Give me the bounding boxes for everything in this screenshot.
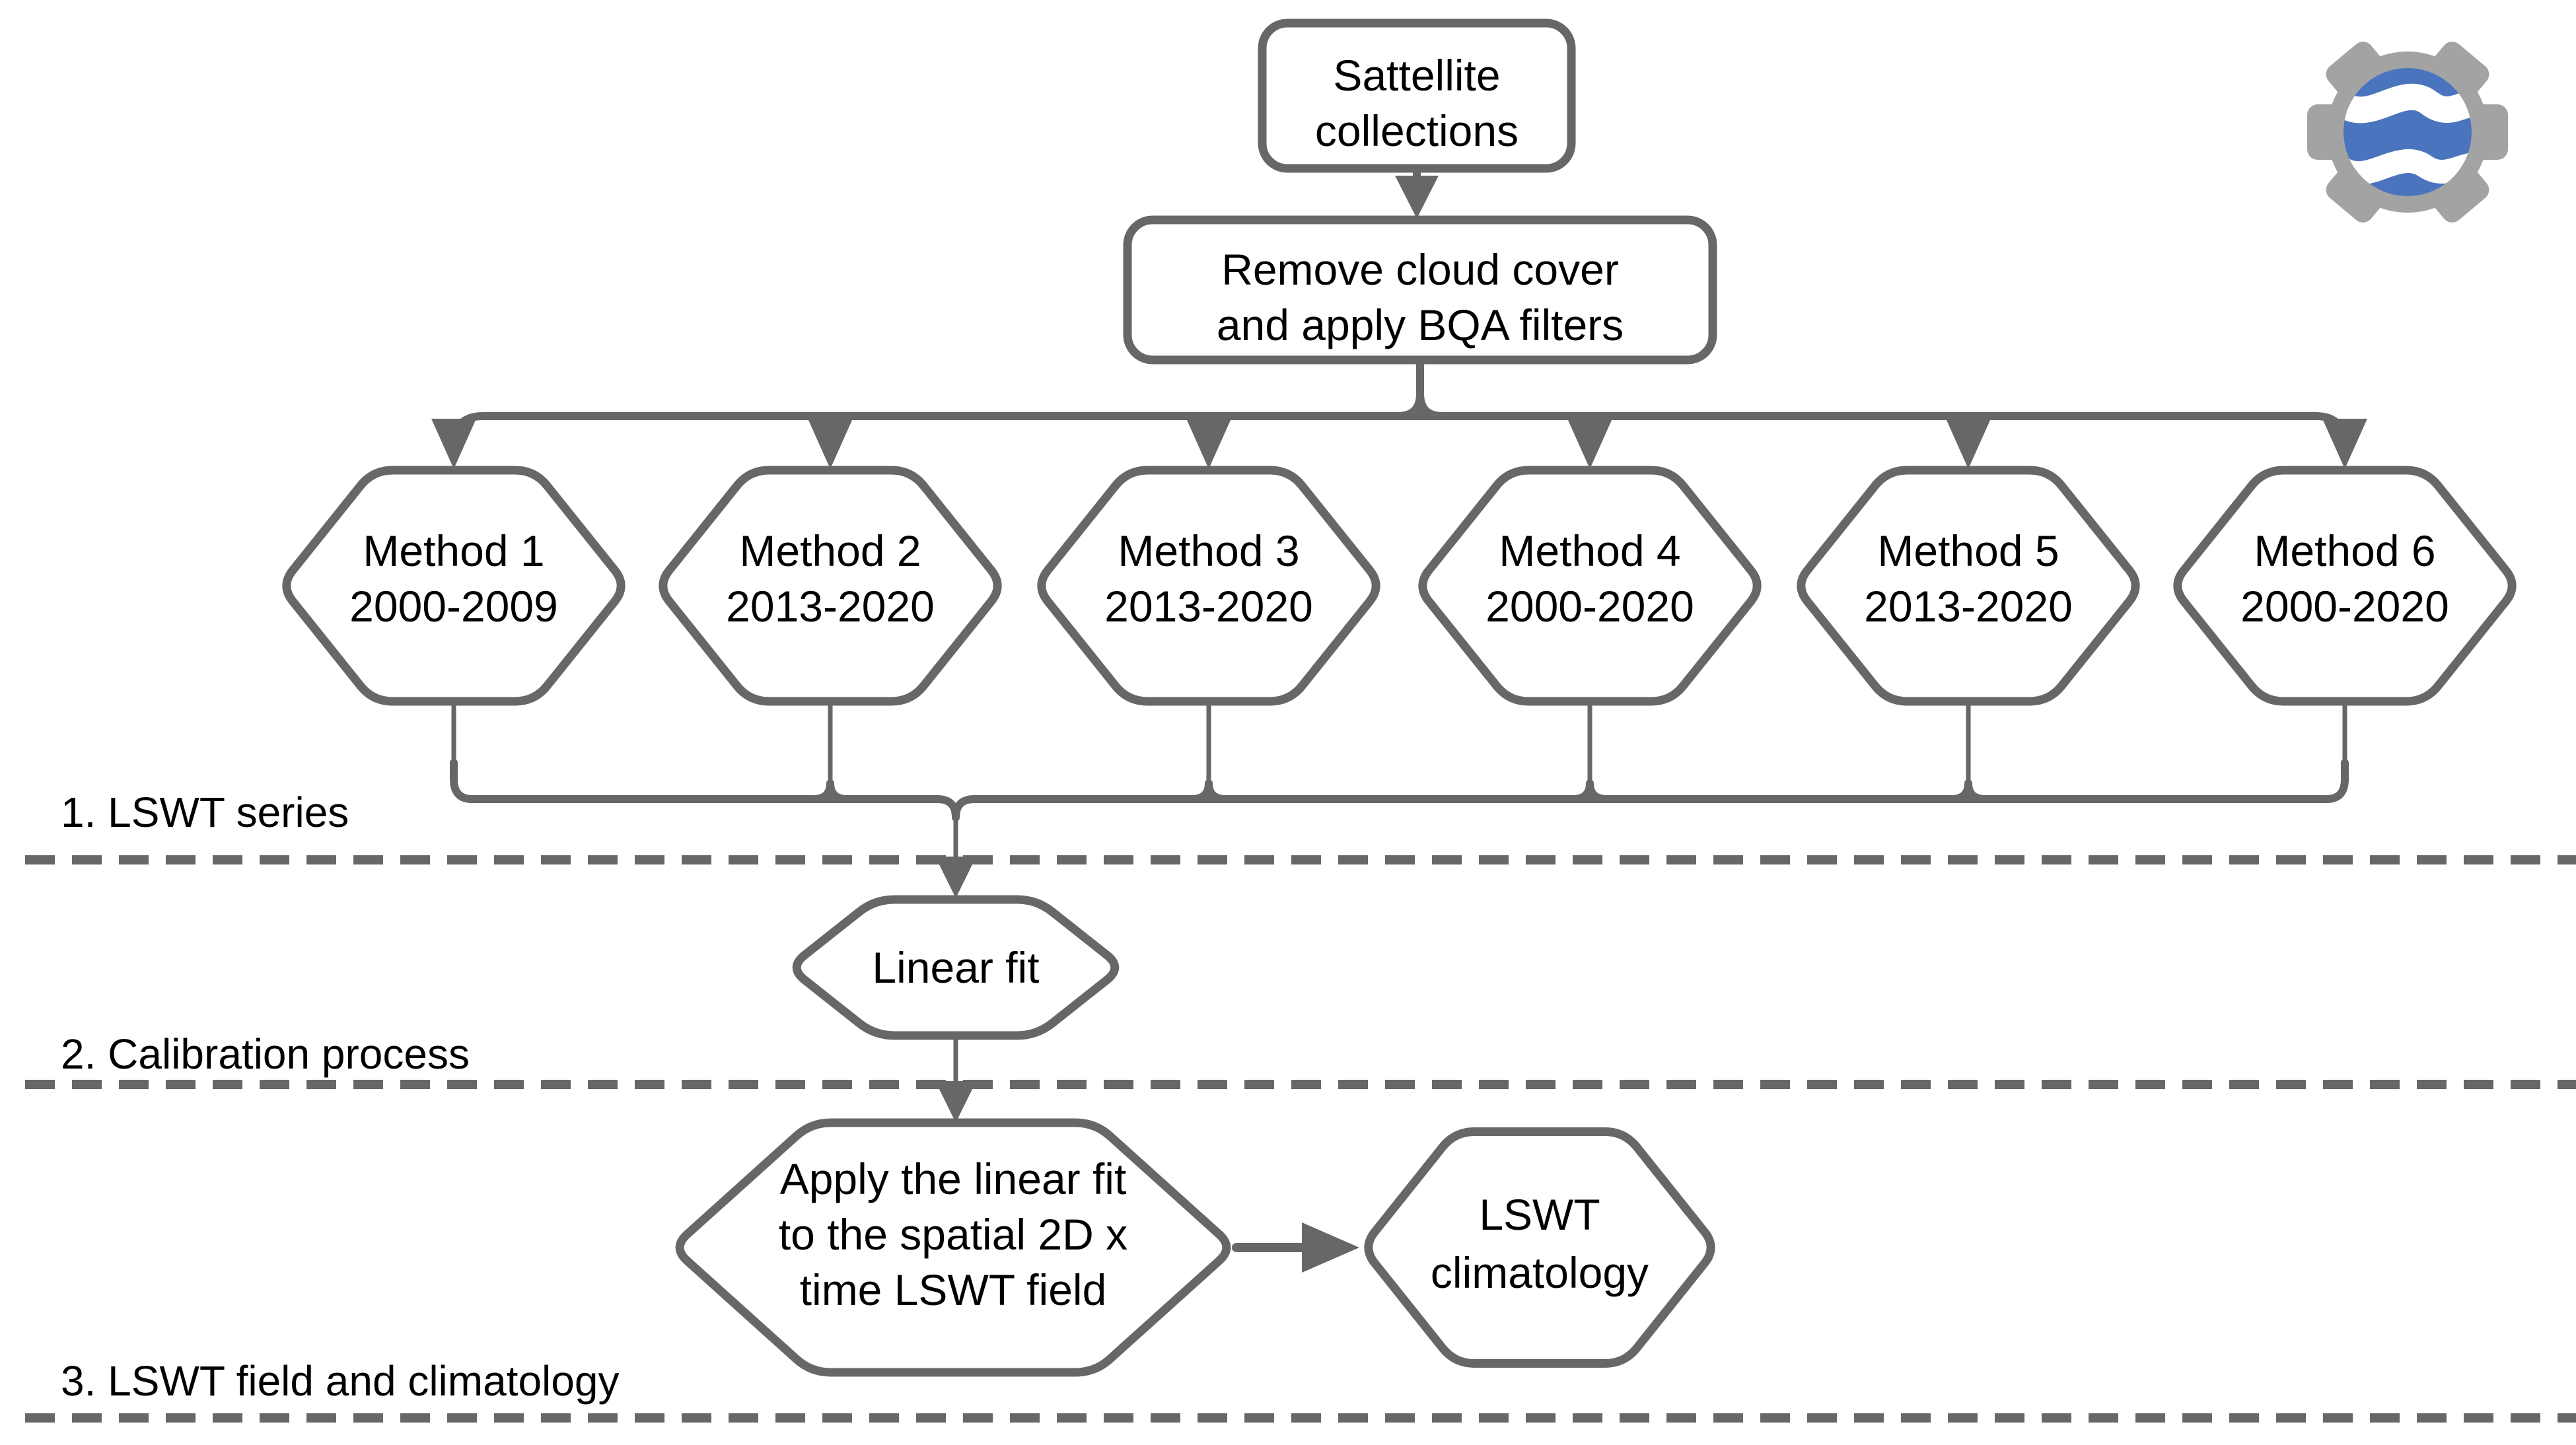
node-satellite-collections-line1: Sattellite — [1333, 51, 1500, 100]
arrowhead-to-method-5 — [1946, 419, 1991, 469]
distribution-bus-line — [450, 412, 2349, 450]
node-remove-cloud-cover: Remove cloud cover and apply BQA filters — [1123, 215, 1717, 365]
node-method-4-shape — [1418, 466, 1762, 706]
node-lswt-climatology-line2: climatology — [1431, 1248, 1649, 1297]
node-lswt-climatology-shape — [1364, 1127, 1715, 1368]
node-method-6-shape — [2173, 466, 2517, 706]
node-method-1-period: 2000-2009 — [349, 582, 558, 631]
node-method-1-shape — [282, 466, 626, 706]
node-linear-fit-shape — [792, 895, 1120, 1040]
node-method-3-shape — [1037, 466, 1380, 706]
node-method-6-name: Method 6 — [2254, 526, 2435, 575]
arrowhead-to-climatology — [1302, 1222, 1359, 1273]
node-method-5-period: 2013-2020 — [1864, 582, 2073, 631]
arrowheads — [431, 176, 2367, 1273]
arrowhead-to-method-3 — [1186, 419, 1231, 469]
section-label-1: 1. LSWT series — [61, 789, 349, 836]
collector-bus-line — [450, 759, 2349, 822]
arrowhead-to-method-1 — [431, 419, 476, 469]
node-remove-cloud-cover-line1: Remove cloud cover — [1221, 245, 1619, 294]
node-method-6: Method 6 2000-2020 — [2173, 466, 2517, 706]
node-method-4-name: Method 4 — [1499, 526, 1680, 575]
section-label-2: 2. Calibration process — [61, 1030, 470, 1078]
arrowhead-to-applyfit — [935, 1081, 976, 1123]
node-method-5: Method 5 2013-2020 — [1797, 466, 2140, 706]
node-method-1: Method 1 2000-2009 — [282, 466, 626, 706]
node-method-2-name: Method 2 — [739, 526, 921, 575]
arrowhead-to-linearfit — [935, 857, 976, 898]
node-satellite-collections: Sattellite collections — [1258, 18, 1576, 173]
globe-icon — [2343, 68, 2472, 196]
node-method-6-period: 2000-2020 — [2240, 582, 2449, 631]
section-divider-lines — [25, 855, 2576, 1423]
node-method-4-period: 2000-2020 — [1485, 582, 1694, 631]
node-lswt-climatology-line1: LSWT — [1479, 1190, 1600, 1239]
node-method-2: Method 2 2013-2020 — [659, 466, 1002, 706]
connector-removecloud-to-bus — [1394, 356, 1447, 420]
arrowhead-to-removecloud — [1395, 176, 1439, 219]
node-remove-cloud-cover-shape — [1123, 215, 1717, 365]
node-method-5-shape — [1797, 466, 2140, 706]
globe-wave-upper — [2343, 83, 2472, 123]
node-method-3-name: Method 3 — [1118, 526, 1299, 575]
node-method-3-period: 2013-2020 — [1104, 582, 1313, 631]
arrowhead-to-method-4 — [1567, 419, 1612, 469]
node-satellite-collections-line2: collections — [1315, 106, 1519, 155]
node-remove-cloud-cover-line2: and apply BQA filters — [1217, 300, 1624, 349]
node-lswt-climatology: LSWT climatology — [1364, 1127, 1715, 1368]
section-label-3: 3. LSWT field and climatology — [61, 1357, 619, 1405]
node-apply-linear-fit-shape — [675, 1118, 1231, 1377]
node-apply-linear-fit-line1: Apply the linear fit — [780, 1154, 1127, 1203]
node-satellite-collections-shape — [1258, 18, 1576, 173]
node-method-3: Method 3 2013-2020 — [1037, 466, 1380, 706]
node-method-4: Method 4 2000-2020 — [1418, 466, 1762, 706]
section-labels: 1. LSWT series 2. Calibration process 3.… — [61, 789, 619, 1405]
node-method-1-name: Method 1 — [363, 526, 544, 575]
node-method-5-name: Method 5 — [1877, 526, 2059, 575]
node-linear-fit: Linear fit — [792, 895, 1120, 1040]
node-linear-fit-label: Linear fit — [872, 943, 1039, 992]
arrowhead-to-method-2 — [808, 419, 853, 469]
node-apply-linear-fit-line2: to the spatial 2D x — [779, 1210, 1127, 1259]
node-apply-linear-fit-line3: time LSWT field — [800, 1265, 1107, 1314]
method-drop-lines — [451, 699, 2347, 799]
arrowhead-to-method-6 — [2322, 419, 2367, 469]
google-earth-engine-logo — [2307, 42, 2508, 223]
node-method-2-period: 2013-2020 — [726, 582, 935, 631]
node-apply-linear-fit: Apply the linear fit to the spatial 2D x… — [675, 1118, 1231, 1377]
node-method-2-shape — [659, 466, 1002, 706]
